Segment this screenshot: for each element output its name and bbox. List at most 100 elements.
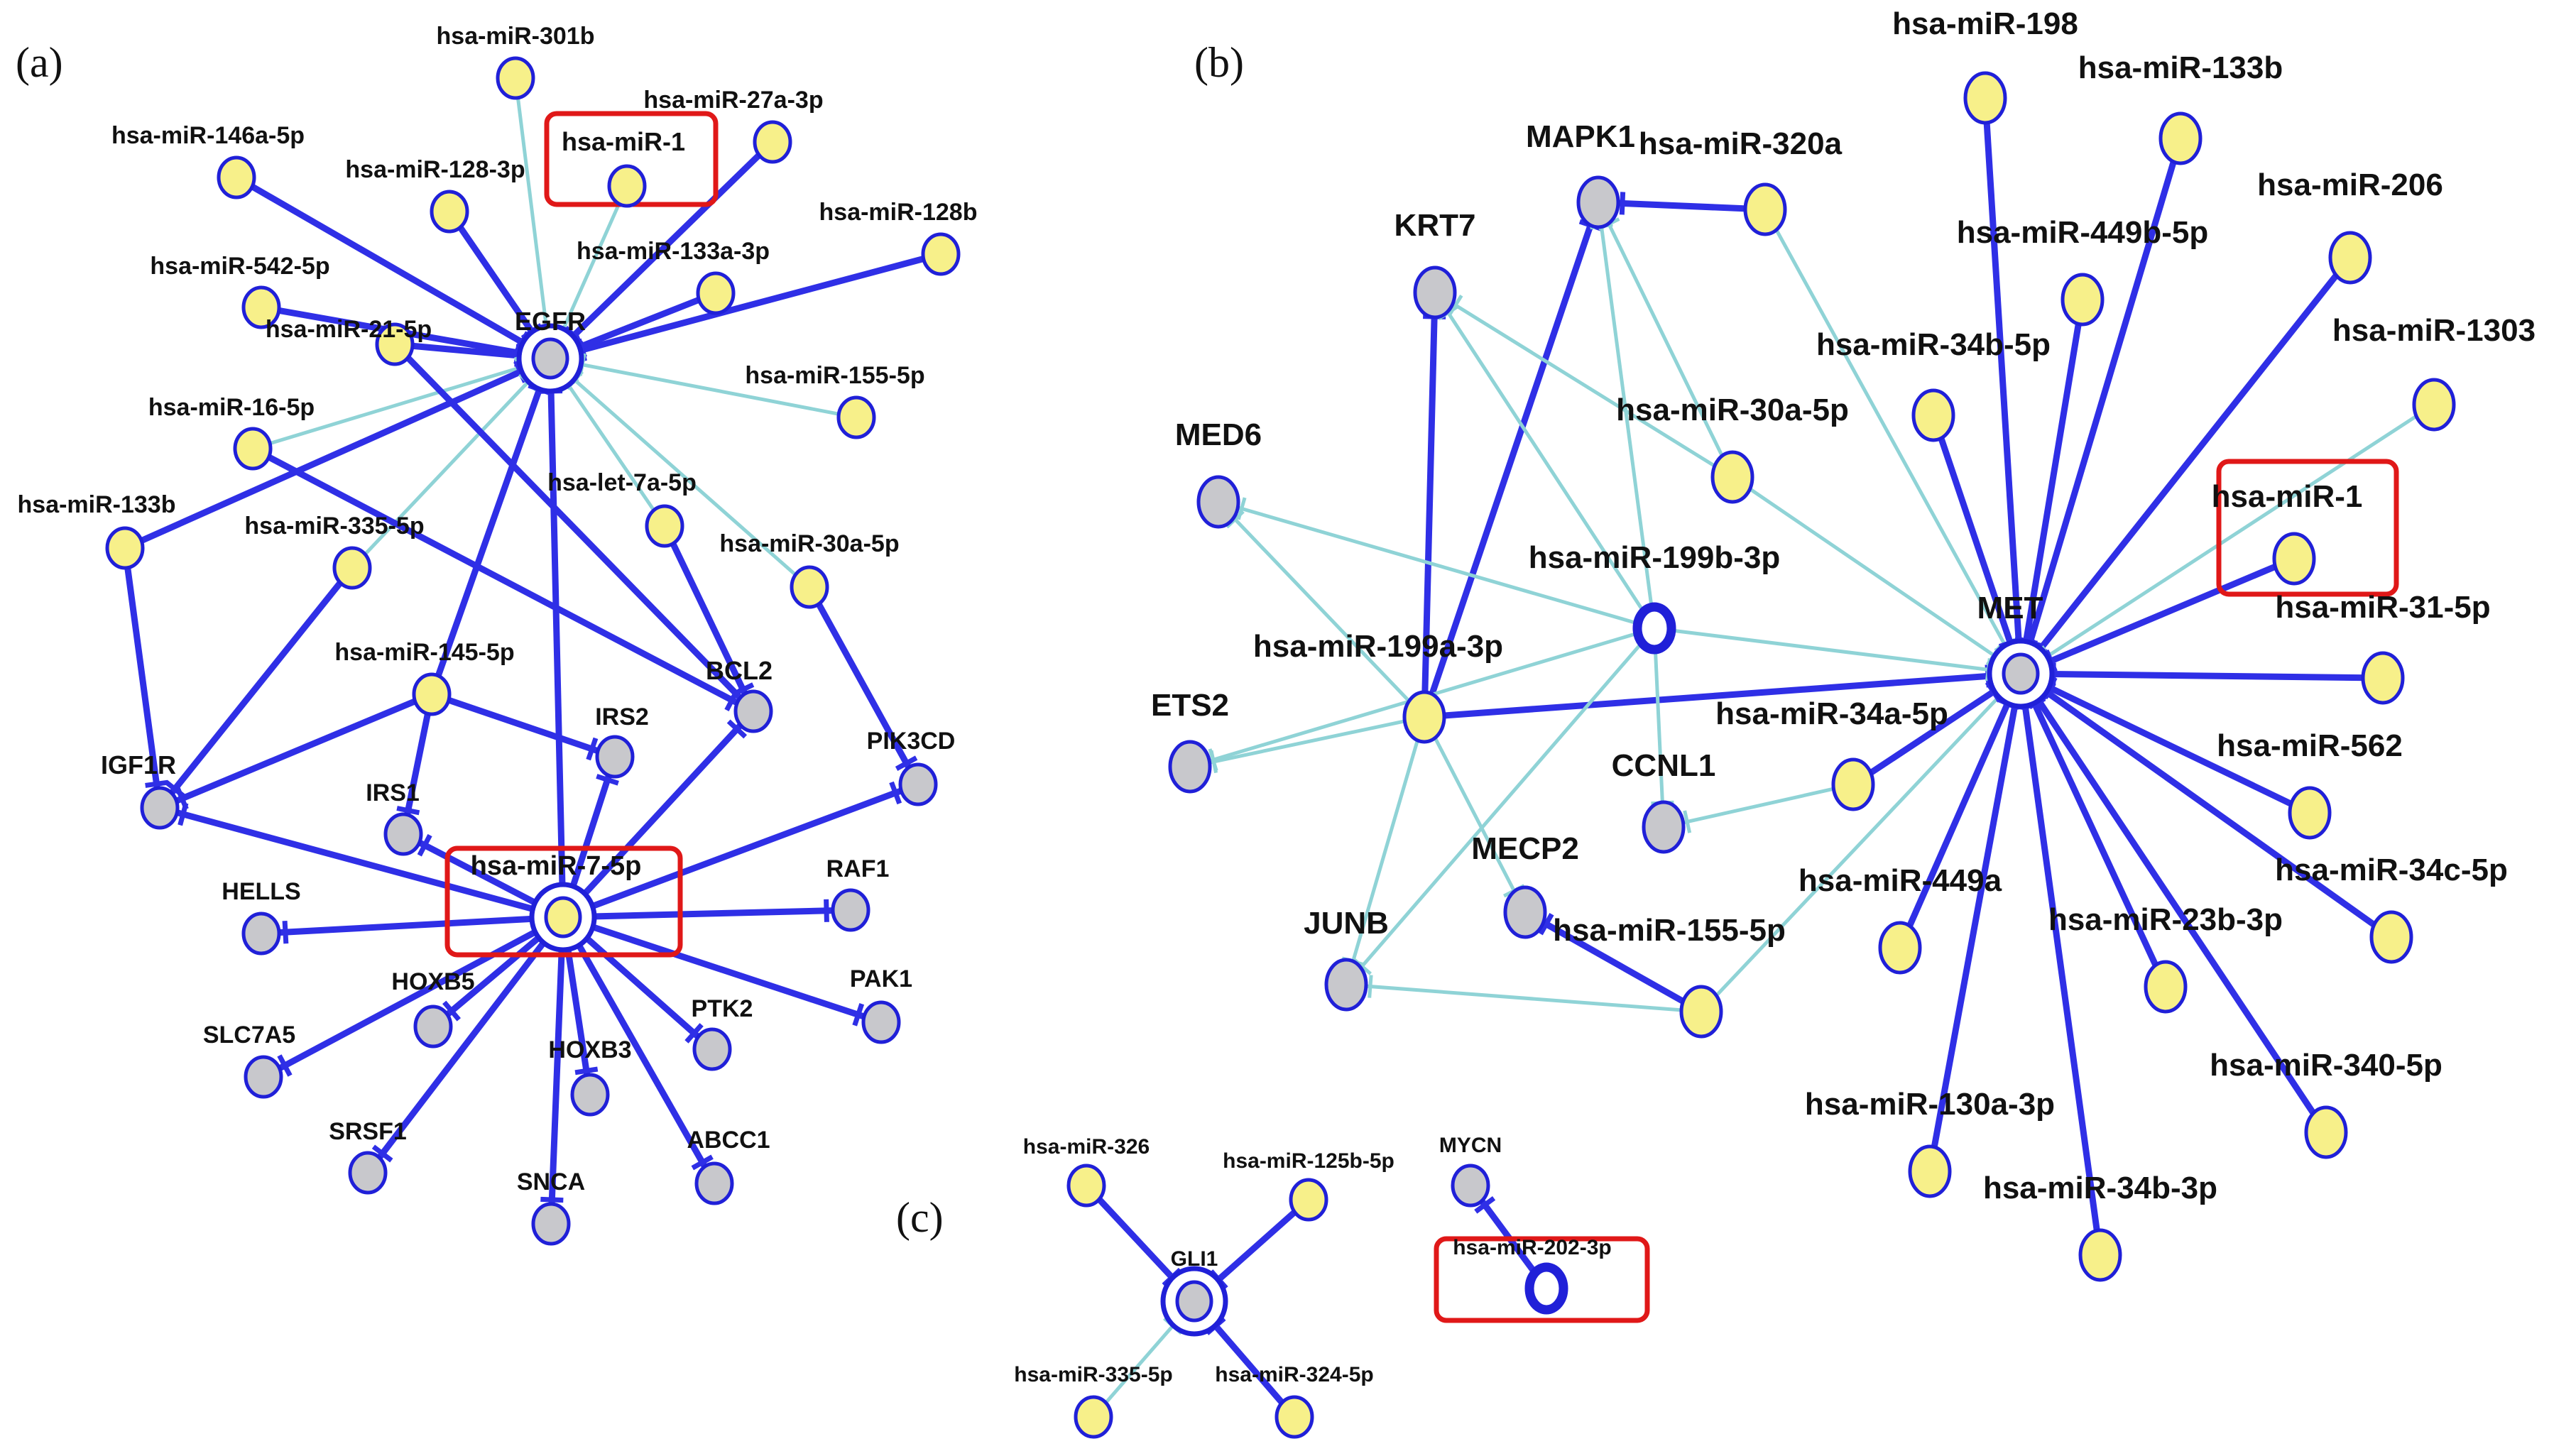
inhibition-bar [442,1000,461,1022]
mirna-node [1710,450,1754,504]
label-b_34b5p: hsa-miR-34b-5p [1816,327,2051,362]
edge-b_mir1-b_met [2019,555,2296,677]
mirna-node [1289,1178,1328,1222]
node-b_med6 [1196,475,1240,529]
label-b_met: MET [1977,591,2043,625]
gene-node [1451,1164,1490,1208]
edge-b_30a-b_met [1731,475,2022,676]
mirna-node [2144,960,2188,1014]
node-a_301b [496,56,535,100]
mirna-node [430,190,469,234]
label-a_bcl2: BCL2 [706,656,773,685]
edge-b_199b-b_mapk1 [1596,202,1656,629]
mirna-node [241,285,281,329]
mirna-node [2328,231,2372,285]
edge-b_155-b_mecp2 [1523,909,1703,1014]
label-c_125b: hsa-miR-125b-5p [1223,1149,1394,1173]
label-a_irs2: IRS2 [595,704,649,730]
edge-b_34c-b_met [2019,671,2394,940]
node-b_mapk1 [1576,175,1620,229]
gene-node [694,1161,734,1205]
edge-a_mir7-a_slc7a5 [261,914,565,1080]
node-c_mycn [1451,1164,1490,1208]
node-b_mecp2 [1503,885,1547,939]
gene-node [1413,266,1457,319]
gene-node [1324,958,1368,1012]
label-a_pak1: PAK1 [850,965,912,992]
edge-b_199b-b_krt7 [1433,291,1656,630]
gene-node [244,1055,283,1099]
edge-b_130a-b_met [1926,673,2024,1172]
gene-node [733,689,773,733]
edge-b_31-b_met [2020,670,2384,682]
node-b_562 [2288,786,2332,840]
label-a_133b: hsa-miR-133b [18,491,176,518]
node-c_324 [1274,1395,1314,1439]
label-a_mir7: hsa-miR-7-5p [471,851,642,881]
gene-node [413,1005,453,1049]
edge-a_mir7-a_snca [547,916,567,1225]
node-b_23b [2144,960,2188,1014]
gene-node [1196,475,1240,529]
label-b_199b: hsa-miR-199b-3p [1529,540,1781,575]
label-b_34b3p: hsa-miR-34b-3p [1983,1171,2217,1205]
edge-b_199a-b_ets2 [1189,715,1425,769]
nodes-layer [105,56,2456,1439]
node-b_junb [1324,958,1368,1012]
edge-b_34b5p-b_met [1930,414,2024,675]
mirna-node [332,546,372,590]
label-a_27a: hsa-miR-27a-3p [643,87,823,114]
ring-node [1524,1262,1568,1315]
gene-node [140,786,180,830]
label-a_igf1r: IGF1R [101,750,176,779]
edge-a_mir7-a_egfr [547,358,567,918]
node-a_hoxb3 [570,1073,610,1117]
inhibition-bar [731,682,755,697]
inhibition-bar [178,802,189,826]
label-a_301b: hsa-miR-301b [437,23,595,50]
label-a_ptk2: PTK2 [692,995,753,1022]
inhibition-bar [282,920,289,944]
label-a_egfr: EGFR [515,307,586,336]
node-a_bcl2 [733,689,773,733]
gene-node [383,812,423,856]
edge-b_199a-b_met [1424,670,2021,721]
highlight-box-b_mir1 [2216,459,2399,597]
mirna-node [696,271,736,315]
label-c_gli1: GLI1 [1171,1247,1218,1271]
mirna-node [2272,532,2316,586]
gene-node [1503,885,1547,939]
node-b_449b [2061,273,2105,327]
edge-b_1303-b_met [2019,403,2435,676]
edge-b_340-b_met [2018,672,2329,1134]
node-b_449a [1878,921,1922,975]
label-b_med6: MED6 [1175,417,1262,452]
inhibition-bar [596,774,619,786]
edge-b_320a-b_met [1763,208,2023,675]
label-b_ets2: ETS2 [1151,688,1229,723]
label-a_335: hsa-miR-335-5p [244,513,424,540]
node-a_146a [217,155,256,199]
mirna-node [105,526,145,570]
mirna-node [2158,111,2203,165]
mirna-node [1743,182,1787,236]
mirna-node [2288,786,2332,840]
label-a_srsf1: SRSF1 [329,1118,407,1145]
node-a_21 [375,322,415,366]
mirna-node [921,232,961,276]
edge-b_199b-b_med6 [1218,500,1655,630]
label-a_pik3cd: PIK3CD [867,728,956,755]
edge-b_449a-b_met [1896,672,2024,949]
gene-node [241,912,281,956]
inhibition-bar [824,899,829,922]
edge-a_145-a_irs2 [430,691,616,760]
label-b_mecp2: MECP2 [1471,831,1579,866]
edge-b_206-b_met [2018,256,2353,676]
label-b_krt7: KRT7 [1394,208,1476,243]
label-c_mycn: MYCN [1439,1134,1502,1157]
mirna-node [1908,1144,1952,1198]
label-a_155: hsa-miR-155-5p [745,362,924,389]
edge-b_199a-b_mapk1 [1421,201,1602,718]
edge-b_562-b_met [2019,670,2311,816]
mirna-node [1066,1164,1106,1208]
